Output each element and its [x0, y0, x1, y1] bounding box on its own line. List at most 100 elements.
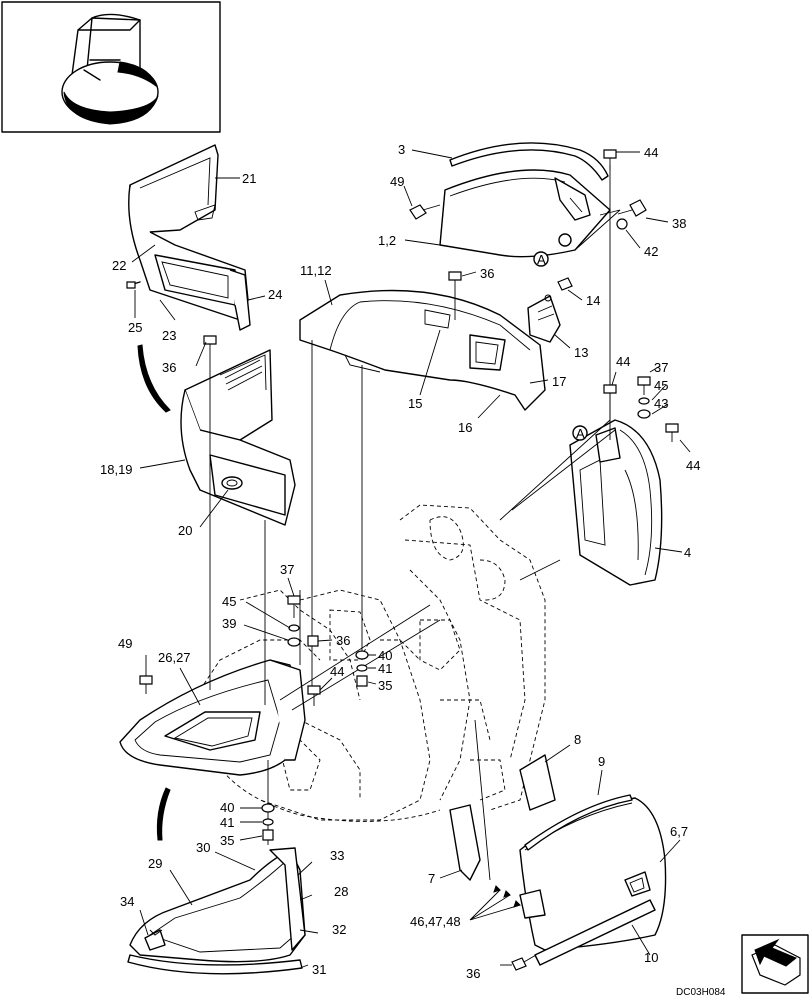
label-36-bottom: 36: [466, 966, 480, 981]
bolt-35-lower: [262, 829, 274, 841]
label-26-27: 26,27: [158, 650, 191, 665]
label-33: 33: [330, 848, 344, 863]
part-6-7-right-lower-door: [519, 769, 681, 966]
label-11-12: 11,12: [300, 263, 332, 278]
label-39: 39: [222, 616, 236, 631]
label-29: 29: [148, 856, 162, 871]
connector-lines: [209, 165, 616, 881]
label-4: 4: [684, 545, 691, 560]
label-44-right-lower: 44: [686, 458, 700, 473]
washer-42: [616, 218, 628, 230]
label-35-lower: 35: [220, 833, 234, 848]
washer-45-right: [638, 397, 650, 405]
label-13: 13: [574, 345, 588, 360]
bolt-36-hood: [448, 271, 462, 300]
label-7: 7: [428, 871, 435, 886]
label-10: 10: [644, 950, 658, 965]
label-3: 3: [398, 142, 405, 157]
label-16: 16: [458, 420, 472, 435]
label-24: 24: [268, 287, 282, 302]
label-21: 21: [242, 171, 256, 186]
label-36: 36: [480, 266, 494, 281]
label-40-mid: 40: [378, 648, 392, 663]
part-18-19-left-middle-panel: [139, 349, 296, 528]
label-35-mid: 35: [378, 678, 392, 693]
reference-circles: [533, 251, 588, 441]
bolt-14: [557, 277, 573, 291]
label-6-7: 6,7: [670, 824, 688, 839]
bolt-44-mid: [307, 685, 321, 706]
label-25: 25: [128, 320, 142, 335]
bolt-49-top: [409, 204, 441, 220]
part-21-25-left-upper-panel: [128, 144, 266, 331]
label-45-mid: 45: [222, 594, 236, 609]
label-36-mid: 36: [336, 633, 350, 648]
bolt-38: [617, 199, 647, 217]
washer-41-mid: [356, 664, 368, 672]
label-31: 31: [312, 962, 326, 977]
bolt-44-top: [603, 149, 617, 170]
part-26-27-floor-panel: [119, 659, 306, 776]
bolt-25: [126, 281, 136, 289]
label-45: 45: [654, 378, 668, 393]
machine-thumbnail: [61, 13, 159, 125]
label-22: 22: [112, 258, 126, 273]
washer-40-lower: [261, 803, 275, 813]
label-8: 8: [574, 732, 581, 747]
part-labels: 3 44 21 49 38 1,2 42 A 22 11,12 36 24 14…: [100, 142, 700, 981]
curved-arrow-lower: [156, 787, 171, 841]
label-42: 42: [644, 244, 658, 259]
label-23: 23: [162, 328, 176, 343]
label-32: 32: [332, 922, 346, 937]
overview-inset: [1, 1, 221, 133]
label-49-left: 49: [118, 636, 132, 651]
label-ref-a: A: [537, 252, 546, 267]
part-13-access-cover: [527, 289, 583, 349]
label-44-right: 44: [616, 354, 630, 369]
bolt-36-left: [203, 335, 217, 355]
label-20: 20: [178, 523, 192, 538]
bolt-44-right-lower: [665, 423, 679, 442]
label-40-lower: 40: [220, 800, 234, 815]
label-leaders: [145, 151, 691, 966]
part-3-trim-strip: [411, 142, 609, 181]
label-14: 14: [586, 293, 600, 308]
washer-45-mid: [288, 624, 300, 632]
part-7-8-small-covers: [439, 744, 571, 881]
label-34: 34: [120, 894, 134, 909]
label-43: 43: [654, 396, 668, 411]
part-1-2-rear-cover: [404, 169, 621, 258]
bolt-35-mid: [356, 675, 368, 687]
washer-43: [637, 409, 651, 419]
label-49: 49: [390, 174, 404, 189]
washer-39: [287, 637, 301, 647]
label-41-lower: 41: [220, 815, 234, 830]
part-28-34-step-assembly: [127, 847, 319, 975]
bolt-44-right: [603, 384, 617, 394]
label-28: 28: [334, 884, 348, 899]
bolt-36-mid: [307, 635, 319, 647]
curved-arrow-upper: [137, 344, 171, 413]
washer-40-mid: [355, 650, 369, 660]
label-37-mid: 37: [280, 562, 294, 577]
label-44-mid: 44: [330, 664, 344, 679]
label-36-left: 36: [162, 360, 176, 375]
label-41-mid: 41: [378, 661, 392, 676]
bolt-37-mid: [287, 595, 301, 618]
label-46-47-48: 46,47,48: [410, 914, 461, 929]
view-direction-arrow-icon: [741, 934, 809, 994]
label-ref-a-2: A: [576, 426, 585, 441]
label-38: 38: [672, 216, 686, 231]
label-30: 30: [196, 840, 210, 855]
leader-46-47-48: [469, 885, 521, 921]
label-37: 37: [654, 360, 668, 375]
drawing-code: DC03H084: [676, 987, 726, 998]
label-18-19: 18,19: [100, 462, 133, 477]
label-15: 15: [408, 396, 422, 411]
bolt-36-bottom: [511, 954, 537, 971]
bolt-37-right: [637, 376, 651, 395]
part-4-right-side-panel: [569, 419, 683, 586]
bolt-49-left: [139, 675, 153, 694]
part-11-12-center-hood: [299, 279, 549, 419]
